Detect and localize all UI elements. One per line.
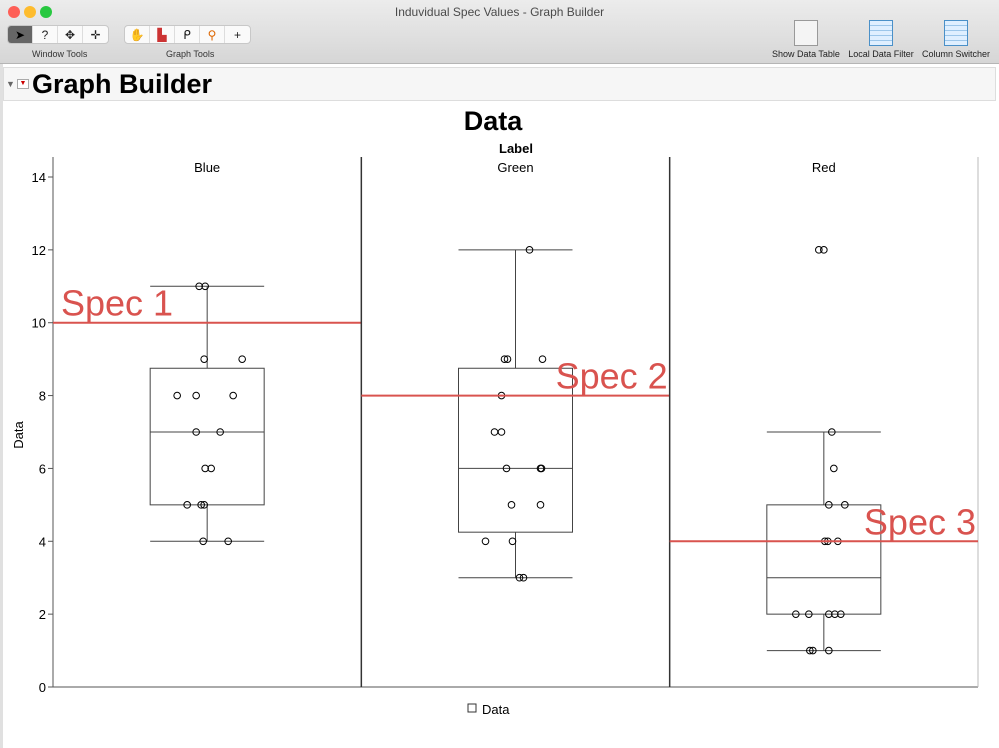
data-point[interactable] — [792, 610, 800, 618]
y-tick-label: 0 — [39, 680, 46, 695]
data-point[interactable] — [183, 501, 191, 509]
arrow-icon[interactable]: ➤ — [8, 26, 33, 43]
spec-label: Spec 3 — [864, 501, 976, 542]
lasso-icon[interactable]: ᑭ — [175, 26, 200, 43]
column-switcher-button[interactable]: Column Switcher — [920, 20, 992, 59]
data-table-icon — [794, 20, 818, 46]
box-plot-icon — [467, 703, 477, 713]
crosshair-icon[interactable]: + — [233, 27, 241, 42]
data-point[interactable] — [192, 391, 200, 400]
data-point[interactable] — [828, 428, 836, 436]
report-title: Graph Builder — [32, 69, 213, 99]
data-point[interactable] — [806, 646, 814, 655]
x-drop-zone[interactable]: Data — [467, 702, 510, 717]
report-header: ▼ ▼ Graph Builder — [3, 67, 996, 101]
group-label[interactable]: Label — [499, 141, 533, 156]
data-point[interactable] — [490, 428, 499, 436]
y-tick-label: 12 — [32, 243, 46, 258]
disclosure-triangle-icon[interactable]: ▼ — [6, 79, 15, 89]
data-point[interactable] — [805, 610, 813, 618]
y-tick-label: 6 — [39, 461, 46, 476]
data-point[interactable] — [507, 501, 516, 509]
y-tick-label: 8 — [39, 389, 46, 404]
data-point[interactable] — [500, 355, 509, 363]
data-point[interactable] — [837, 610, 845, 618]
window-toolbar: Induvidual Spec Values - Graph Builder ➤… — [0, 0, 999, 64]
spec-label: Spec 1 — [61, 283, 173, 324]
data-point[interactable] — [825, 646, 833, 655]
y-tick-label: 10 — [32, 316, 46, 331]
data-point[interactable] — [192, 428, 200, 436]
red-triangle-menu-icon[interactable]: ▼ — [17, 79, 29, 89]
data-point[interactable] — [830, 464, 838, 473]
close-window-button[interactable] — [8, 6, 20, 18]
data-point[interactable] — [519, 573, 528, 582]
help-icon[interactable]: ? — [33, 26, 58, 43]
filter-icon — [869, 20, 893, 46]
box[interactable] — [458, 367, 573, 533]
data-point[interactable] — [841, 501, 849, 509]
data-point[interactable] — [229, 391, 237, 400]
data-point[interactable] — [508, 537, 517, 546]
spec-label: Spec 2 — [556, 356, 668, 397]
y-tick-label: 14 — [32, 170, 46, 185]
brush-icon[interactable]: ▙ — [150, 26, 175, 43]
y-tick-label: 2 — [39, 607, 46, 622]
local-data-filter-button[interactable]: Local Data Filter — [845, 20, 917, 59]
panel-label-red: Red — [812, 160, 836, 175]
data-point[interactable] — [238, 355, 246, 363]
column-switcher-icon — [944, 20, 968, 46]
data-point[interactable] — [200, 355, 208, 363]
show-data-table-button[interactable]: Show Data Table — [770, 20, 842, 59]
data-point[interactable] — [173, 391, 181, 400]
data-point[interactable] — [200, 501, 208, 509]
data-point[interactable] — [831, 610, 839, 618]
data-point[interactable] — [825, 610, 833, 618]
graph-tools-group: ✋ ▙ ᑭ ⚲ + — [124, 25, 251, 44]
data-point[interactable] — [481, 537, 490, 546]
data-point[interactable] — [809, 646, 817, 655]
data-point[interactable] — [195, 282, 203, 291]
chart-title: Data — [464, 106, 524, 136]
window-tools-label: Window Tools — [32, 49, 88, 59]
box[interactable] — [766, 504, 882, 615]
data-point[interactable] — [216, 428, 224, 436]
data-point[interactable] — [502, 464, 511, 473]
data-point[interactable] — [825, 501, 833, 509]
x-axis-label: Data — [482, 702, 510, 717]
data-point[interactable] — [503, 355, 512, 363]
data-point[interactable] — [497, 428, 506, 436]
y-tick-label: 4 — [39, 534, 46, 549]
window-tools-group: ➤ ? ✥ ✛ — [7, 25, 109, 44]
data-point[interactable] — [815, 246, 823, 254]
data-point[interactable] — [224, 537, 232, 546]
data-point[interactable] — [536, 501, 545, 509]
graph-tools-label: Graph Tools — [166, 49, 215, 59]
local-data-filter-label: Local Data Filter — [848, 49, 914, 59]
box[interactable] — [149, 367, 265, 506]
selection-icon[interactable]: ✥ — [58, 26, 83, 43]
panel-label-green: Green — [497, 160, 533, 175]
data-point[interactable] — [201, 282, 209, 291]
magnifier-icon[interactable]: ⚲ — [200, 26, 225, 43]
show-data-table-label: Show Data Table — [772, 49, 840, 59]
data-point[interactable] — [525, 246, 534, 254]
zoom-window-button[interactable] — [40, 6, 52, 18]
data-point[interactable] — [197, 501, 205, 509]
data-point[interactable] — [538, 355, 547, 363]
minimize-window-button[interactable] — [24, 6, 36, 18]
data-point[interactable] — [820, 246, 828, 254]
data-point[interactable] — [199, 537, 207, 546]
data-point[interactable] — [515, 573, 524, 582]
data-point[interactable] — [207, 464, 215, 473]
column-switcher-label: Column Switcher — [921, 49, 991, 59]
data-point[interactable] — [537, 464, 546, 473]
window-edge — [0, 64, 3, 748]
hand-icon[interactable]: ✋ — [125, 26, 150, 43]
data-point[interactable] — [201, 464, 209, 473]
y-axis-label[interactable]: Data — [11, 421, 26, 449]
move-icon[interactable]: ✛ — [90, 27, 101, 42]
window-title: Induvidual Spec Values - Graph Builder — [394, 5, 605, 19]
panel-label-blue: Blue — [194, 160, 220, 175]
